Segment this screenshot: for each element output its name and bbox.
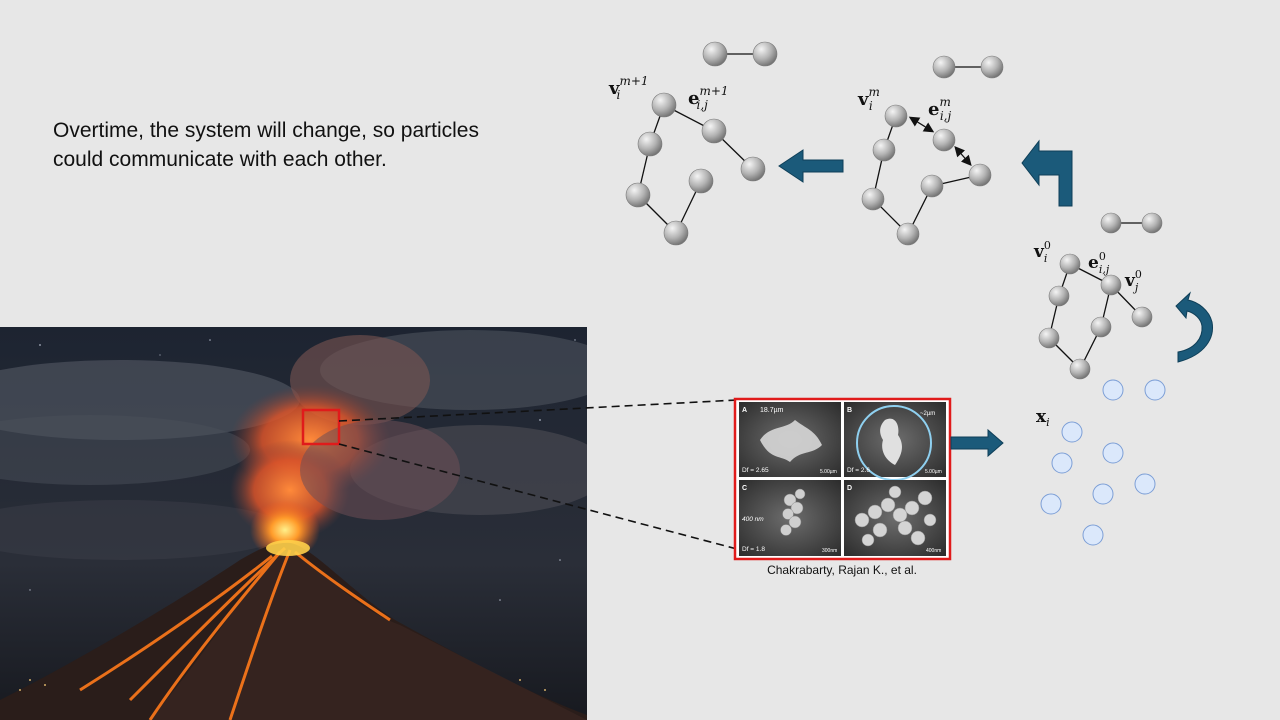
sem-micrograph: A 18.7µm Df = 2.65 5.00µm B ~2µm Df = 2.… bbox=[733, 397, 952, 561]
panel-a-scale-note: 18.7µm bbox=[760, 407, 784, 414]
panel-a-letter: A bbox=[742, 407, 747, 414]
particle bbox=[1144, 379, 1166, 401]
panel-b-letter: B bbox=[847, 407, 852, 414]
particle bbox=[1134, 473, 1156, 495]
figure-credit: Chakrabarty, Rajan K., et al. bbox=[767, 563, 917, 577]
particle bbox=[1102, 379, 1124, 401]
zoom-line-bottom bbox=[338, 443, 738, 550]
panel-a-fractal: Df = 2.65 bbox=[742, 467, 769, 474]
panel-b-scale-note: ~2µm bbox=[920, 411, 935, 417]
particle bbox=[1061, 421, 1083, 443]
particle bbox=[1102, 442, 1124, 464]
panel-b-fractal: Df = 2.6 bbox=[847, 467, 870, 474]
slide-text: Overtime, the system will change, so par… bbox=[53, 116, 573, 174]
flow-arrow-left bbox=[778, 149, 844, 183]
particle-cloud bbox=[1040, 379, 1166, 546]
panel-b-bar: 5.00µm bbox=[925, 469, 942, 475]
panel-d-letter: D bbox=[847, 485, 852, 492]
particle bbox=[1092, 483, 1114, 505]
flow-arrow-right bbox=[950, 428, 1004, 458]
particle bbox=[1082, 524, 1104, 546]
panel-c-letter: C bbox=[742, 485, 747, 492]
curved-arrow bbox=[1175, 291, 1214, 363]
highlight-box bbox=[301, 408, 341, 446]
particle bbox=[1051, 452, 1073, 474]
volcano-photo bbox=[0, 327, 587, 720]
elbow-arrow bbox=[1021, 139, 1073, 207]
particle bbox=[1040, 493, 1062, 515]
panel-a-bar: 5.00µm bbox=[820, 469, 837, 475]
sem-panel-b: B ~2µm Df = 2.6 5.00µm bbox=[844, 402, 946, 481]
sem-panel-a: A 18.7µm Df = 2.65 5.00µm bbox=[739, 402, 841, 477]
panel-c-fractal: Df = 1.8 bbox=[742, 546, 765, 553]
zoom-line-top bbox=[338, 399, 738, 422]
sem-panel-c: C 400 nm Df = 1.8 300nm bbox=[739, 480, 841, 556]
panel-c-bar: 300nm bbox=[822, 548, 837, 554]
slide-text-line-1: Overtime, the system will change, so par… bbox=[53, 119, 479, 142]
panel-d-bar: 400nm bbox=[926, 548, 941, 554]
label-x: xi bbox=[1036, 407, 1050, 429]
panel-c-scale-note: 400 nm bbox=[742, 516, 764, 523]
sem-panel-d: D 400nm bbox=[844, 480, 946, 556]
slide-text-line-2: could communicate with each other. bbox=[53, 148, 387, 171]
